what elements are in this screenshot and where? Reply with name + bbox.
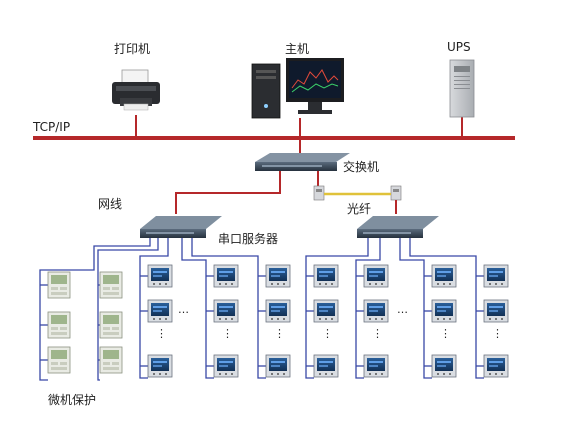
serial-server-left-icon	[140, 216, 222, 238]
meters-left	[147, 264, 291, 378]
ellipsis-right: …	[397, 303, 408, 316]
meters-right	[313, 264, 509, 378]
host-label: 主机	[285, 42, 310, 56]
switch-to-serial-left	[175, 171, 281, 214]
printer-icon	[112, 69, 160, 111]
micro-protection-devices	[47, 271, 123, 374]
switch-label: 交换机	[343, 160, 380, 174]
vdots-col-6: ⋮	[440, 327, 451, 340]
vdots-col-3: ⋮	[274, 327, 285, 340]
switch-icon	[255, 153, 350, 171]
vdots-col-2: ⋮	[222, 327, 233, 340]
printer-label: 打印机	[114, 42, 151, 56]
vdots-col-7: ⋮	[492, 327, 503, 340]
ups-icon	[449, 59, 475, 118]
cable-label: 网线	[98, 197, 123, 211]
host-computer-icon	[251, 58, 344, 119]
serial-server-label: 串口服务器	[218, 232, 279, 246]
fiber-converter-left-icon	[313, 185, 325, 201]
ellipsis-left: …	[178, 303, 189, 316]
vdots-col-4: ⋮	[322, 327, 333, 340]
fiber-label: 光纤	[347, 202, 372, 216]
serial-server-right-icon	[357, 216, 439, 238]
left-branch-wiring	[39, 238, 266, 381]
right-branch-wiring	[305, 238, 484, 379]
vdots-col-5: ⋮	[372, 327, 383, 340]
tcpip-label: TCP/IP	[33, 120, 71, 134]
ups-label: UPS	[447, 40, 471, 54]
vdots-col-1: ⋮	[156, 327, 167, 340]
micro-protection-label: 微机保护	[48, 393, 97, 407]
fiber-converter-right-icon	[390, 185, 402, 201]
